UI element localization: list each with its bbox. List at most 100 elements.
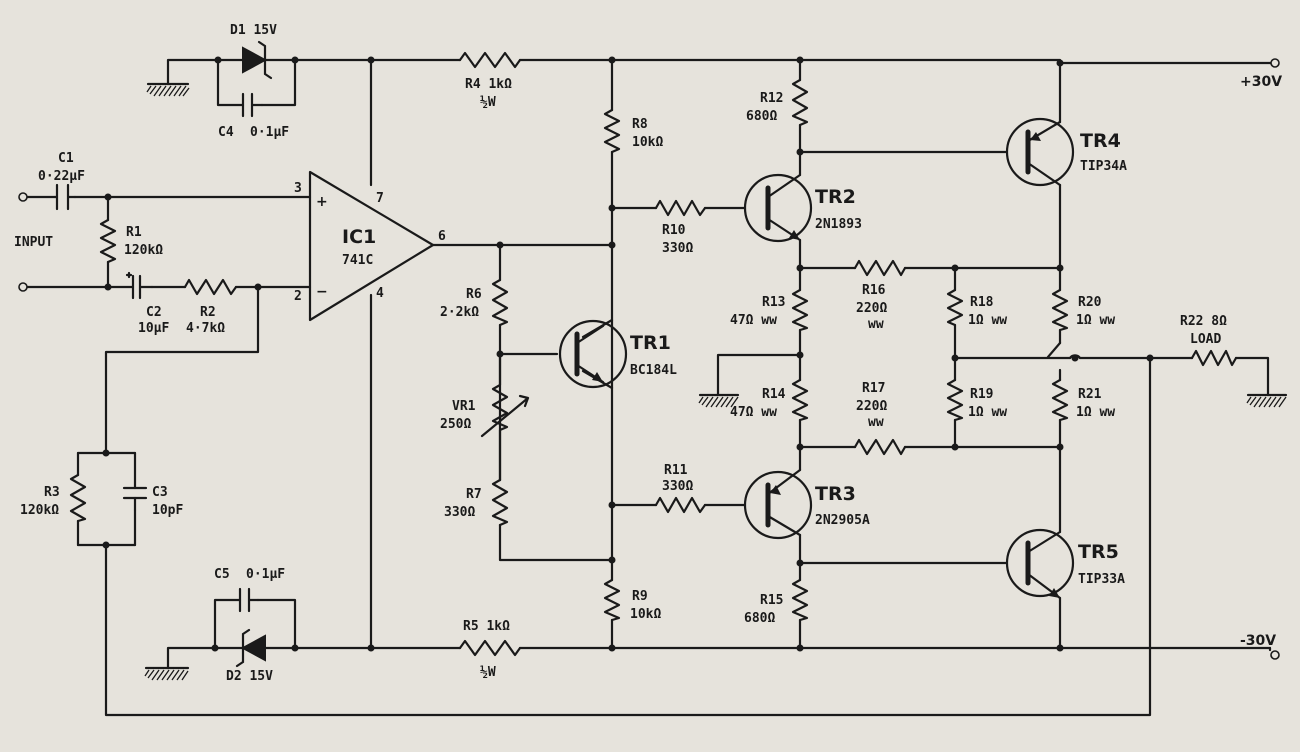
tr4-ref: TR4 xyxy=(1080,130,1121,152)
resistor-r7 xyxy=(491,478,509,527)
potentiometer-vr1 xyxy=(491,352,509,482)
r16-ref: R16 xyxy=(862,283,886,298)
resistors xyxy=(69,51,1238,657)
inverting-sign: − xyxy=(316,284,328,300)
ground-symbol-centre xyxy=(698,393,740,408)
c1-value: 0·22μF xyxy=(38,169,85,184)
resistor-r13 xyxy=(791,288,809,332)
capacitor-c3 xyxy=(122,486,148,500)
r15-ref: R15 xyxy=(760,593,783,608)
resistor-r9 xyxy=(603,578,621,622)
transistor-tr2 xyxy=(743,173,813,243)
r1-ref: R1 xyxy=(126,225,142,240)
r18-ref: R18 xyxy=(970,295,994,310)
labels: +30V -30V INPUT R22 8Ω LOAD TR1 BC184L T… xyxy=(14,23,1282,684)
vr1-ref: VR1 xyxy=(452,399,476,414)
transistor-tr3 xyxy=(743,468,813,540)
r17-ref: R17 xyxy=(862,381,885,396)
resistor-r1 xyxy=(99,218,117,264)
r20-ref: R20 xyxy=(1078,295,1102,310)
r20-value: 1Ω ww xyxy=(1076,313,1115,328)
ground-symbol-d2 xyxy=(144,666,190,681)
pos-supply-terminal xyxy=(1270,58,1280,68)
tr3-part: 2N2905A xyxy=(815,513,870,528)
ground-symbol-d1 xyxy=(146,82,190,97)
r9-ref: R9 xyxy=(632,589,648,604)
resistor-r20 xyxy=(1051,288,1069,332)
input-terminal-top xyxy=(18,192,28,202)
r7-ref: R7 xyxy=(466,487,482,502)
r5-value: ½W xyxy=(480,665,496,680)
capacitor-c2 xyxy=(131,274,154,300)
c3-ref: C3 xyxy=(152,485,168,500)
r9-value: 10kΩ xyxy=(630,607,661,622)
opamp-ref: IC1 xyxy=(342,226,376,248)
c2-ref: C2 xyxy=(146,305,162,320)
r16-note: ww xyxy=(868,317,884,332)
c3-value: 10pF xyxy=(152,503,183,518)
resistor-r4 xyxy=(458,51,522,69)
pin-7: 7 xyxy=(376,191,384,206)
diode-d2 xyxy=(240,634,266,662)
opamp-ic1: IC1 741C 3 2 7 4 6 + − xyxy=(294,170,446,322)
r2-ref: R2 xyxy=(200,305,216,320)
resistor-r11 xyxy=(654,496,707,514)
transistors xyxy=(558,117,1075,600)
r10-value: 330Ω xyxy=(662,241,693,256)
resistor-r18 xyxy=(946,288,964,327)
tr5-part: TIP33A xyxy=(1078,572,1125,587)
c5-value: 0·1μF xyxy=(246,567,285,582)
r21-ref: R21 xyxy=(1078,387,1102,402)
tr4-part: TIP34A xyxy=(1080,159,1127,174)
resistor-r16 xyxy=(853,259,907,277)
resistor-r19 xyxy=(946,378,964,422)
r12-ref: R12 xyxy=(760,91,783,106)
r4-value: ½W xyxy=(480,95,496,110)
resistor-r15 xyxy=(791,578,809,622)
r3-ref: R3 xyxy=(44,485,60,500)
c1-ref: C1 xyxy=(58,151,74,166)
resistor-r2 xyxy=(183,278,238,296)
r7-value: 330Ω xyxy=(444,505,475,520)
r15-value: 680Ω xyxy=(744,611,775,626)
pin-4: 4 xyxy=(376,286,384,301)
tr2-part: 2N1893 xyxy=(815,217,862,232)
r14-value: 47Ω ww xyxy=(730,405,777,420)
diode-d1 xyxy=(242,46,268,74)
pin-6: 6 xyxy=(438,229,446,244)
r13-ref: R13 xyxy=(762,295,785,310)
capacitor-c4 xyxy=(241,92,264,118)
input-terminal-bottom xyxy=(18,282,28,292)
tr1-part: BC184L xyxy=(630,363,677,378)
neg-supply-terminal xyxy=(1270,650,1280,660)
resistor-r10 xyxy=(654,199,707,217)
input-label: INPUT xyxy=(14,235,53,250)
wires xyxy=(26,58,1272,717)
noninverting-sign: + xyxy=(316,194,328,210)
r11-ref: R11 xyxy=(664,463,688,478)
r12-value: 680Ω xyxy=(746,109,777,124)
r8-ref: R8 xyxy=(632,117,648,132)
resistor-r12 xyxy=(791,78,809,127)
pin-3: 3 xyxy=(294,181,302,196)
resistor-r14 xyxy=(791,378,809,422)
r13-value: 47Ω ww xyxy=(730,313,777,328)
load-label: LOAD xyxy=(1190,332,1221,347)
r14-ref: R14 xyxy=(762,387,786,402)
tr3-ref: TR3 xyxy=(815,483,856,505)
r17-note: ww xyxy=(868,415,884,430)
resistor-r8 xyxy=(603,108,621,154)
r5-ref: R5 1kΩ xyxy=(463,619,510,634)
resistor-r5 xyxy=(458,639,522,657)
c4-value: 0·1μF xyxy=(250,125,289,140)
transistor-tr5 xyxy=(1005,528,1075,600)
r11-value: 330Ω xyxy=(662,479,693,494)
r10-ref: R10 xyxy=(662,223,686,238)
pin-2: 2 xyxy=(294,289,302,304)
pos-supply-label: +30V xyxy=(1240,74,1282,90)
grounds xyxy=(144,82,1288,681)
r6-value: 2·2kΩ xyxy=(440,305,479,320)
junction-dots xyxy=(102,56,1154,652)
resistor-r6 xyxy=(491,278,509,327)
